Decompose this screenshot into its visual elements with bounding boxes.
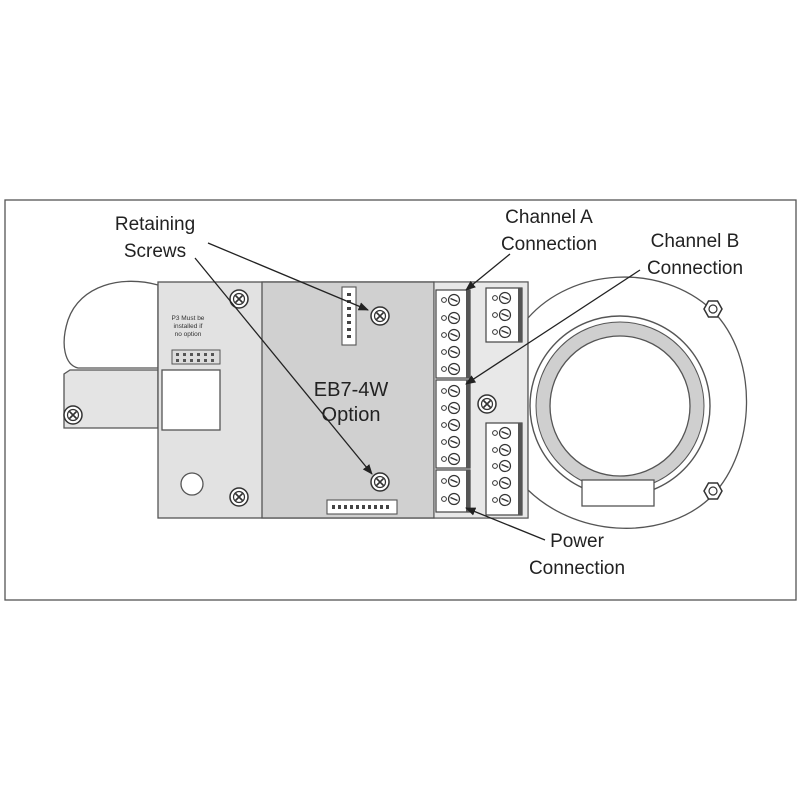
ring-inner	[549, 335, 691, 477]
retaining-screw-bottom-icon	[370, 472, 390, 492]
option-label: EB7-4W Option	[313, 379, 389, 426]
power-arrow	[465, 507, 546, 541]
retaining-screw-top-icon	[370, 306, 390, 326]
screw-icon	[229, 487, 249, 507]
left-mounting-tab	[63, 280, 159, 369]
screw-icon	[63, 405, 83, 425]
retaining-screws-arrow-bottom	[194, 257, 373, 475]
power-label: Power Connection	[528, 531, 626, 579]
retaining-screws-label: Retaining Screws	[114, 214, 196, 262]
retaining-screws-arrow-top	[207, 242, 369, 311]
hex-nut-icon	[703, 482, 723, 500]
screw-icon	[477, 394, 497, 414]
channel-a-arrow	[465, 253, 511, 291]
channel-b-label: Channel B Connection	[646, 231, 744, 279]
mounting-hole	[180, 472, 204, 496]
label-plate	[581, 479, 655, 507]
channel-a-label: Channel A Connection	[500, 207, 598, 255]
hex-nut-icon	[703, 300, 723, 318]
channel-b-arrow	[465, 269, 641, 385]
screw-icon	[229, 289, 249, 309]
jumper-note: P3 Must be installed if no option	[171, 315, 205, 338]
ic-chip	[161, 369, 221, 431]
